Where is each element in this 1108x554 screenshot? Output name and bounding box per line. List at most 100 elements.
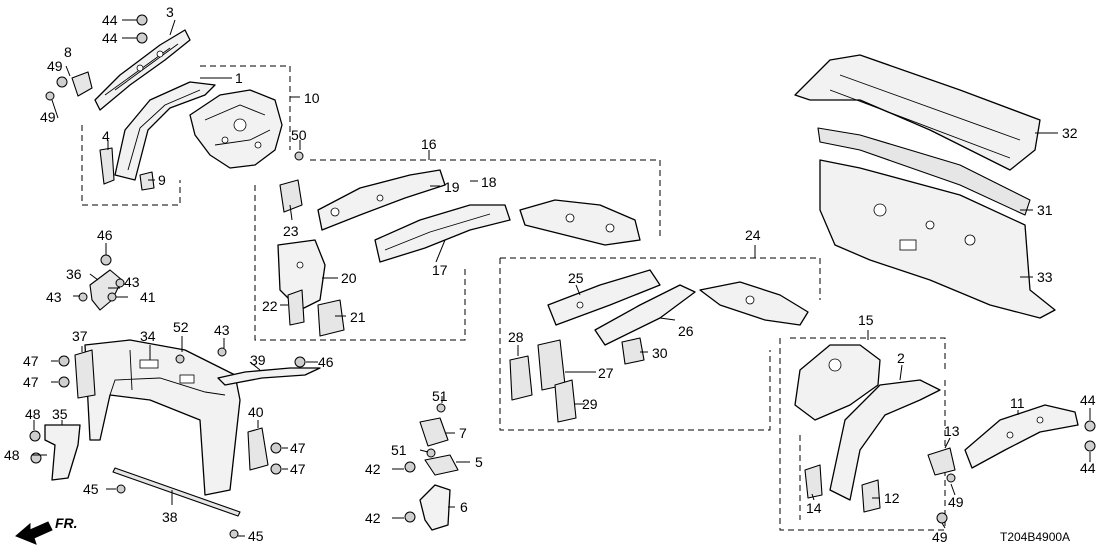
- callout-42: 42: [365, 461, 381, 477]
- part-15-damper-housing: [794, 344, 881, 421]
- callout-51: 51: [391, 442, 407, 458]
- part-12-bracket: [861, 479, 881, 513]
- callout-43: 43: [214, 322, 230, 338]
- callout-24: 24: [745, 227, 761, 243]
- callout-29: 29: [582, 396, 598, 412]
- part-21-bracket: [317, 299, 345, 337]
- part-11-upper-member: [964, 404, 1079, 469]
- part-24-floor-frame: [699, 281, 809, 326]
- callout-49: 49: [948, 494, 964, 510]
- part-29-bracket: [554, 379, 577, 423]
- callout-17: 17: [432, 262, 448, 278]
- part-13-bracket: [927, 447, 956, 476]
- part-40-bracket: [247, 427, 269, 471]
- callout-numbers: 44 3 44 49 8 49 1 10 4 9 50 16 19 18 23 …: [4, 4, 1096, 545]
- part-27-bracket: [537, 339, 566, 391]
- callout-38: 38: [162, 509, 178, 525]
- part-25-lower-frame: [547, 269, 661, 326]
- part-10-damper-housing: [189, 89, 283, 169]
- callout-37: 37: [72, 328, 88, 344]
- callout-15: 15: [858, 312, 874, 328]
- callout-7: 7: [459, 425, 467, 441]
- callout-13: 13: [944, 423, 960, 439]
- callout-12: 12: [884, 490, 900, 506]
- callout-22: 22: [262, 298, 278, 314]
- callout-44: 44: [102, 30, 118, 46]
- part-30-bracket: [621, 337, 645, 365]
- fasteners: [29, 14, 1096, 539]
- callout-4: 4: [102, 128, 110, 144]
- part-28-bracket: [509, 355, 533, 401]
- callout-32: 32: [1062, 125, 1078, 141]
- part-18-rear-frame: [519, 199, 641, 246]
- diagram-code: T204B4900A: [1000, 530, 1070, 544]
- callout-5: 5: [475, 454, 483, 470]
- callout-19: 19: [444, 179, 460, 195]
- part-35-bracket: [44, 424, 81, 481]
- part-1-wheelhouse-arch: [114, 81, 216, 181]
- callout-44: 44: [1080, 392, 1096, 408]
- part-7-bracket: [419, 417, 449, 447]
- callout-21: 21: [350, 309, 366, 325]
- callout-31: 31: [1037, 202, 1053, 218]
- part-20-stiffener: [277, 239, 326, 311]
- part-5-bracket: [424, 454, 459, 476]
- callout-49: 49: [47, 58, 63, 74]
- callout-25: 25: [568, 270, 584, 286]
- callout-46: 46: [97, 227, 113, 243]
- callout-16: 16: [421, 136, 437, 152]
- part-3-upper-member: [94, 29, 191, 111]
- callout-6: 6: [460, 499, 468, 515]
- callout-45: 45: [83, 481, 99, 497]
- callout-26: 26: [678, 323, 694, 339]
- callout-48: 48: [4, 447, 20, 463]
- callout-39: 39: [250, 352, 266, 368]
- callout-2: 2: [897, 350, 905, 366]
- callout-36: 36: [66, 266, 82, 282]
- callout-45: 45: [248, 528, 264, 544]
- part-23-bracket: [279, 179, 303, 213]
- part-17-front-side-frame: [374, 204, 511, 263]
- callout-20: 20: [341, 270, 357, 286]
- part-6-bracket: [419, 484, 451, 531]
- callout-47: 47: [290, 440, 306, 456]
- callout-1: 1: [235, 70, 243, 86]
- callout-27: 27: [598, 365, 614, 381]
- callout-33: 33: [1037, 269, 1053, 285]
- part-26-frame-extension: [594, 284, 696, 346]
- callout-47: 47: [23, 374, 39, 390]
- group-frames: [81, 65, 946, 531]
- callout-9: 9: [158, 172, 166, 188]
- part-4-bracket: [99, 147, 115, 185]
- callout-44: 44: [1080, 460, 1096, 476]
- part-9-bracket: [139, 171, 155, 191]
- callout-43: 43: [124, 274, 140, 290]
- callout-34: 34: [140, 328, 156, 344]
- callout-46: 46: [318, 354, 334, 370]
- callout-49: 49: [40, 109, 56, 125]
- callout-42: 42: [365, 510, 381, 526]
- part-37-bracket: [74, 349, 96, 399]
- front-arrow-label: FR.: [55, 515, 78, 531]
- part-32-cowl-top: [794, 54, 1041, 171]
- part-8-bracket: [71, 71, 93, 97]
- callout-11: 11: [1010, 395, 1025, 411]
- callout-47: 47: [23, 353, 39, 369]
- callout-10: 10: [304, 90, 320, 106]
- callout-28: 28: [508, 329, 524, 345]
- callout-14: 14: [806, 500, 822, 516]
- callout-47: 47: [290, 461, 306, 477]
- part-14-bracket: [804, 464, 823, 499]
- callout-49: 49: [932, 529, 948, 545]
- callout-18: 18: [481, 174, 497, 190]
- callout-50: 50: [291, 127, 307, 143]
- part-34-bulkhead: [84, 339, 241, 496]
- callout-23: 23: [283, 223, 299, 239]
- callout-30: 30: [652, 345, 668, 361]
- part-31-cowl-lower: [817, 127, 1031, 216]
- front-direction-arrow: FR.: [15, 515, 78, 545]
- part-22-bracket: [287, 289, 305, 326]
- callout-3: 3: [166, 4, 174, 20]
- callout-35: 35: [52, 406, 68, 422]
